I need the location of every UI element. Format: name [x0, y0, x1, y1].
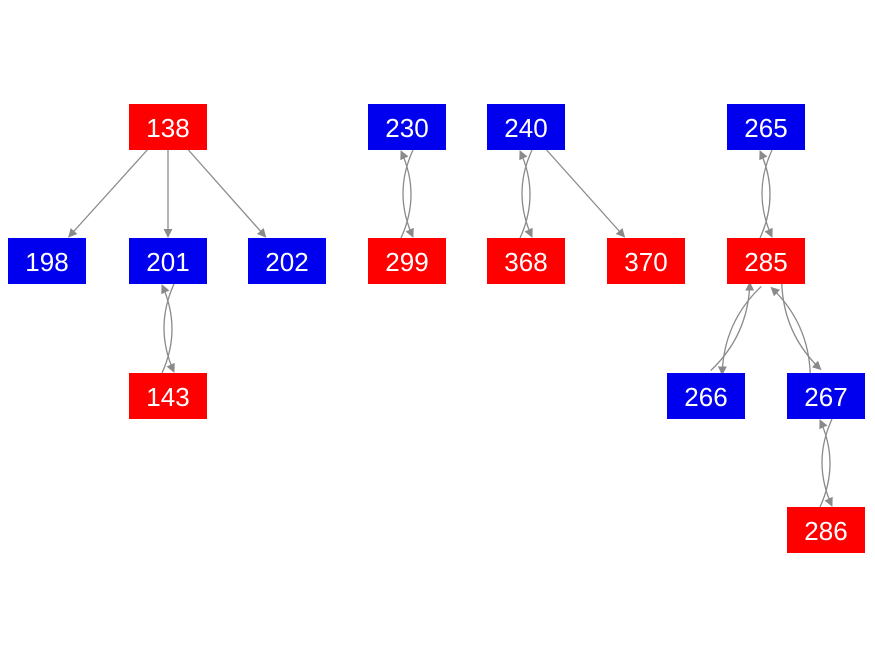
node-label-266: 266	[684, 382, 727, 412]
edge-230-to-299	[402, 149, 414, 238]
node-267: 267	[787, 373, 865, 419]
node-box-285	[727, 238, 805, 284]
node-201: 201	[129, 238, 207, 284]
node-label-267: 267	[804, 382, 847, 412]
node-box-230	[368, 104, 446, 150]
edge-267-to-286	[821, 418, 833, 507]
nodes-layer: 138 198 201 202 143 230 299 240 368 370 265 285 266 2…	[8, 104, 865, 553]
node-label-143: 143	[146, 382, 189, 412]
edge-138-to-198	[68, 149, 148, 238]
node-368: 368	[487, 238, 565, 284]
node-138: 138	[129, 104, 207, 150]
node-box-267	[787, 373, 865, 419]
edge-240-to-368	[521, 149, 533, 238]
node-240: 240	[487, 104, 565, 150]
node-box-266	[667, 373, 745, 419]
edge-299-to-230	[400, 150, 412, 239]
node-label-370: 370	[624, 247, 667, 277]
edge-285-to-266	[717, 285, 762, 376]
node-label-198: 198	[25, 247, 68, 277]
node-label-265: 265	[744, 113, 787, 143]
node-label-240: 240	[504, 113, 547, 143]
node-box-202	[248, 238, 326, 284]
node-143: 143	[129, 373, 207, 419]
edge-285-to-265	[759, 150, 771, 239]
node-box-198	[8, 238, 86, 284]
edge-286-to-267	[819, 419, 831, 508]
node-box-286	[787, 507, 865, 553]
node-box-201	[129, 238, 207, 284]
edge-267-to-285	[770, 286, 811, 376]
edge-240-to-370	[546, 149, 626, 238]
node-label-286: 286	[804, 516, 847, 546]
node-label-368: 368	[504, 247, 547, 277]
node-label-138: 138	[146, 113, 189, 143]
node-box-240	[487, 104, 565, 150]
edges-layer	[68, 149, 833, 508]
node-198: 198	[8, 238, 86, 284]
edge-285-to-267	[781, 281, 822, 371]
node-box-265	[727, 104, 805, 150]
node-label-202: 202	[265, 247, 308, 277]
node-box-370	[607, 238, 685, 284]
node-box-299	[368, 238, 446, 284]
edge-266-to-285	[710, 281, 755, 372]
node-label-299: 299	[385, 247, 428, 277]
node-202: 202	[248, 238, 326, 284]
node-299: 299	[368, 238, 446, 284]
node-265: 265	[727, 104, 805, 150]
edge-201-to-143	[163, 283, 175, 373]
node-285: 285	[727, 238, 805, 284]
edge-143-to-201	[161, 284, 173, 374]
node-230: 230	[368, 104, 446, 150]
node-286: 286	[787, 507, 865, 553]
edge-265-to-285	[761, 149, 773, 238]
node-label-201: 201	[146, 247, 189, 277]
node-box-368	[487, 238, 565, 284]
node-370: 370	[607, 238, 685, 284]
node-label-285: 285	[744, 247, 787, 277]
edge-368-to-240	[519, 150, 531, 239]
node-label-230: 230	[385, 113, 428, 143]
node-box-138	[129, 104, 207, 150]
edge-138-to-202	[187, 149, 267, 238]
node-box-143	[129, 373, 207, 419]
node-266: 266	[667, 373, 745, 419]
